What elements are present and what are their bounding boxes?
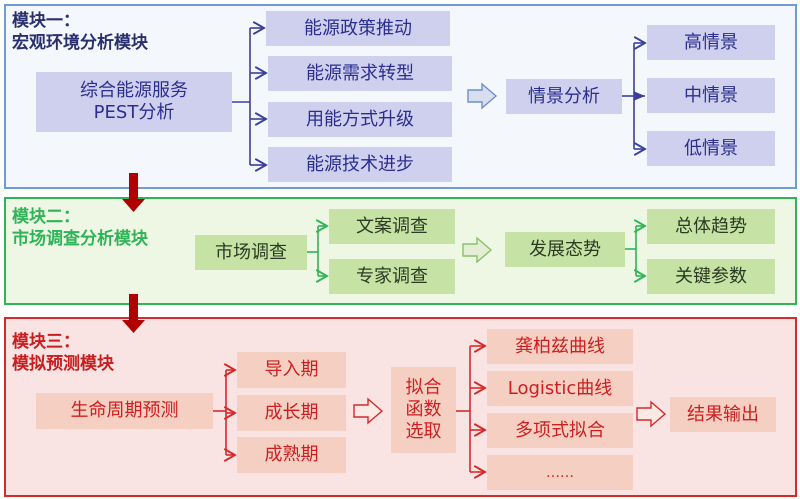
trend-output-box: 总体趋势 [647, 209, 775, 244]
result-output-box: 结果输出 [670, 397, 776, 432]
module-2-title: 模块二： 市场调查分析模块 [12, 206, 148, 250]
market-survey-box: 市场调查 [195, 235, 307, 270]
lifecycle-forecast-box: 生命周期预测 [36, 393, 213, 429]
module-1-title: 模块一： 宏观环境分析模块 [12, 10, 148, 54]
module-2-title-line2: 市场调查分析模块 [12, 229, 148, 249]
function-box: 龚柏兹曲线 [487, 329, 633, 364]
module-2-title-line1: 模块二： [12, 207, 80, 227]
survey-method-box: 专家调查 [329, 259, 455, 294]
factor-box: 用能方式升级 [268, 102, 452, 137]
function-box: 多项式拟合 [487, 413, 633, 448]
stage-box: 导入期 [237, 352, 346, 388]
scenario-box: 中情景 [647, 78, 775, 113]
module-1-title-line1: 模块一： [12, 11, 80, 31]
function-box-more: …… [487, 455, 633, 490]
survey-method-box: 文案调查 [329, 209, 455, 244]
function-box: Logistic曲线 [487, 371, 633, 406]
development-trend-box: 发展态势 [505, 232, 625, 267]
fit-line2: 函数 [405, 399, 442, 420]
fit-line3: 选取 [405, 421, 442, 442]
fit-function-select-box: 拟合 函数 选取 [391, 367, 456, 453]
pest-analysis-box: 综合能源服务 PEST分析 [36, 72, 232, 132]
stage-box: 成长期 [237, 395, 346, 431]
factor-box: 能源需求转型 [268, 56, 452, 91]
scenario-box: 低情景 [647, 131, 775, 166]
fit-line1: 拟合 [405, 377, 442, 398]
stage-box: 成熟期 [237, 437, 346, 473]
module-3-title: 模块三： 模拟预测模块 [12, 331, 114, 375]
trend-output-box: 关键参数 [647, 259, 775, 294]
factor-box: 能源政策推动 [266, 11, 450, 46]
module-1-title-line2: 宏观环境分析模块 [12, 33, 148, 53]
pest-line1: 综合能源服务 [80, 80, 188, 101]
scenario-analysis-box: 情景分析 [506, 79, 622, 114]
factor-box: 能源技术进步 [268, 147, 452, 182]
module-3-title-line1: 模块三： [12, 332, 80, 352]
pest-line2: PEST分析 [93, 102, 175, 123]
module-3-title-line2: 模拟预测模块 [12, 354, 114, 374]
scenario-box: 高情景 [647, 25, 775, 60]
